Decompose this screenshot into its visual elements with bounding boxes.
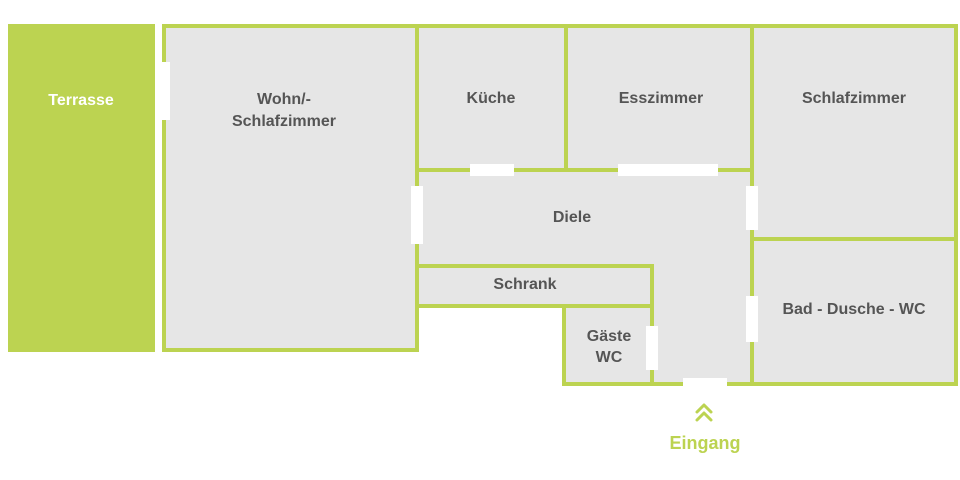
- dining-room-label: Esszimmer: [619, 90, 704, 107]
- entrance-label: Eingang: [670, 433, 741, 453]
- guest-wc-label-line2: WC: [596, 349, 623, 366]
- bathroom-area: [752, 239, 956, 384]
- kitchen-area: [418, 26, 566, 170]
- hall-corridor-area: [652, 266, 752, 384]
- hall-label: Diele: [553, 209, 591, 226]
- terrace-label: Terrasse: [48, 92, 114, 109]
- dining-area: [566, 26, 752, 170]
- double-chevron-up-icon: [695, 403, 713, 422]
- terrace-area: [8, 24, 155, 352]
- kitchen-label: Küche: [467, 90, 516, 107]
- closet-area: [418, 266, 652, 306]
- hall-area: [418, 170, 752, 266]
- bedroom-area: [752, 26, 956, 239]
- guest-wc-area: [564, 306, 652, 384]
- living-room-label-line1: Wohn/-: [257, 91, 311, 108]
- bedroom-label: Schlafzimmer: [802, 90, 906, 107]
- living-room-label-line2: Schlafzimmer: [232, 113, 336, 130]
- closet-label: Schrank: [493, 276, 556, 293]
- guest-wc-label-line1: Gäste: [587, 328, 632, 345]
- bathroom-label: Bad - Dusche - WC: [782, 301, 926, 318]
- door-openings: [158, 62, 758, 390]
- living-room-area: [164, 26, 417, 350]
